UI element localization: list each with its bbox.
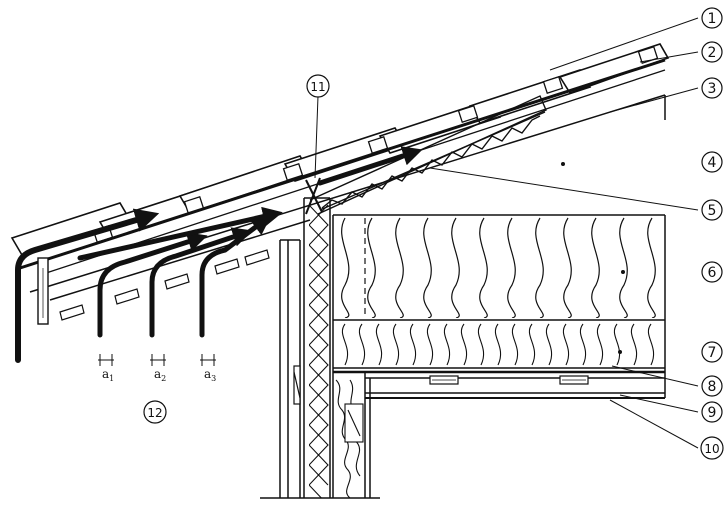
gap-width-labels: a1 a2 a3 — [102, 367, 216, 383]
underlay-membrane — [19, 58, 666, 276]
wall-blocking — [293, 365, 301, 405]
callout-9: 9 — [708, 405, 717, 421]
callout-8: 8 — [708, 379, 717, 395]
callout-numbers: 1 2 3 4 5 6 7 8 9 10 11 12 — [147, 11, 719, 456]
callout-4: 4 — [708, 155, 717, 171]
gap-label-a1: a1 — [102, 367, 114, 383]
ceiling-structure — [260, 214, 666, 499]
callout-leaders — [314, 17, 699, 449]
callout-7: 7 — [708, 345, 717, 361]
insulation-lower-layer — [341, 323, 655, 366]
insulation-main-layer — [341, 217, 656, 318]
callout-10: 10 — [704, 442, 719, 456]
ventilation-board — [309, 95, 547, 215]
ceiling-battens — [429, 375, 589, 385]
wall-lattice — [309, 204, 329, 498]
gap-label-a2: a2 — [154, 367, 166, 383]
gap-label-a3: a3 — [204, 367, 216, 383]
eave-fascia — [37, 257, 49, 325]
callout-5: 5 — [708, 203, 717, 219]
callout-1: 1 — [708, 11, 717, 27]
label-dots — [561, 162, 625, 354]
callout-6: 6 — [708, 265, 717, 281]
callout-bubbles — [143, 7, 724, 460]
callout-2: 2 — [708, 45, 717, 61]
roof-tiles — [10, 43, 670, 256]
callout-11: 11 — [310, 80, 325, 94]
callout-3: 3 — [708, 81, 717, 97]
exterior-wall — [279, 197, 331, 498]
wall-insulation — [335, 379, 364, 499]
soffit-vent-slats — [59, 249, 270, 321]
airflow-arrows — [15, 146, 423, 363]
callout-12: 12 — [147, 406, 162, 420]
gap-width-marks — [98, 354, 216, 366]
eave-closure — [305, 177, 323, 215]
